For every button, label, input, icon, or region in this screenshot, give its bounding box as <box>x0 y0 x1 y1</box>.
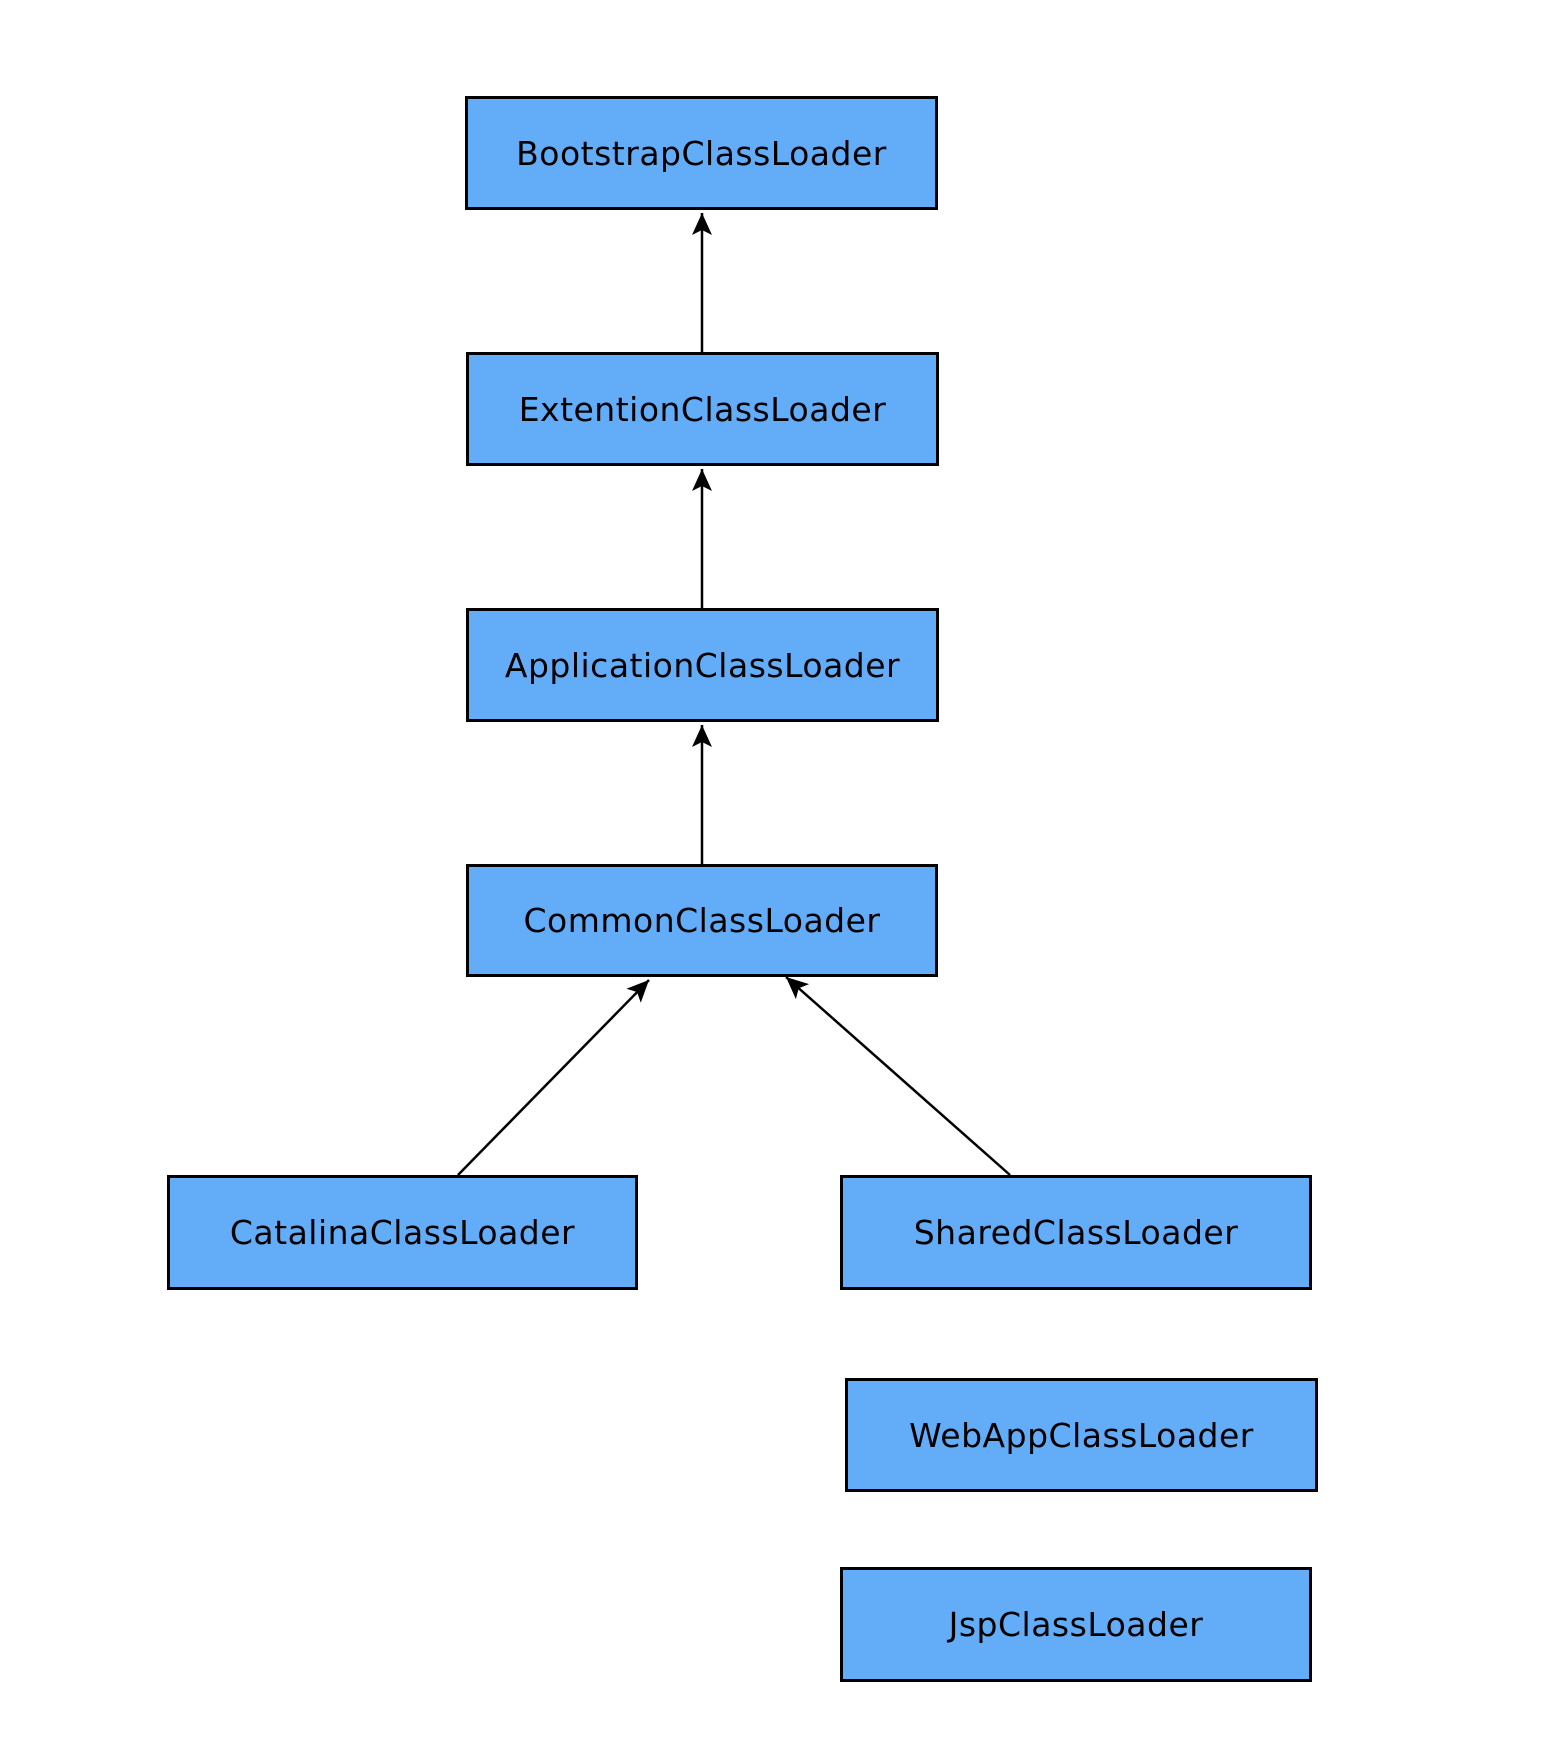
node-shared-class-loader: SharedClassLoader <box>840 1175 1312 1290</box>
node-label: CatalinaClassLoader <box>229 1213 576 1252</box>
node-label: JspClassLoader <box>948 1605 1204 1644</box>
node-label: CommonClassLoader <box>523 901 881 940</box>
node-application-class-loader: ApplicationClassLoader <box>466 608 939 722</box>
arrow-catalina-to-common <box>457 979 650 1176</box>
node-web-app-class-loader: WebAppClassLoader <box>845 1378 1318 1492</box>
node-jsp-class-loader: JspClassLoader <box>840 1567 1312 1682</box>
node-common-class-loader: CommonClassLoader <box>466 864 938 977</box>
node-label: ApplicationClassLoader <box>504 645 901 685</box>
node-label: BootstrapClassLoader <box>516 133 887 173</box>
node-extention-class-loader: ExtentionClassLoader <box>466 352 939 466</box>
node-label: SharedClassLoader <box>913 1213 1239 1252</box>
arrow-shared-to-common <box>785 976 1011 1176</box>
node-label: ExtentionClassLoader <box>518 389 887 429</box>
node-catalina-class-loader: CatalinaClassLoader <box>167 1175 638 1290</box>
node-bootstrap-class-loader: BootstrapClassLoader <box>465 96 938 210</box>
node-label: WebAppClassLoader <box>909 1415 1254 1455</box>
